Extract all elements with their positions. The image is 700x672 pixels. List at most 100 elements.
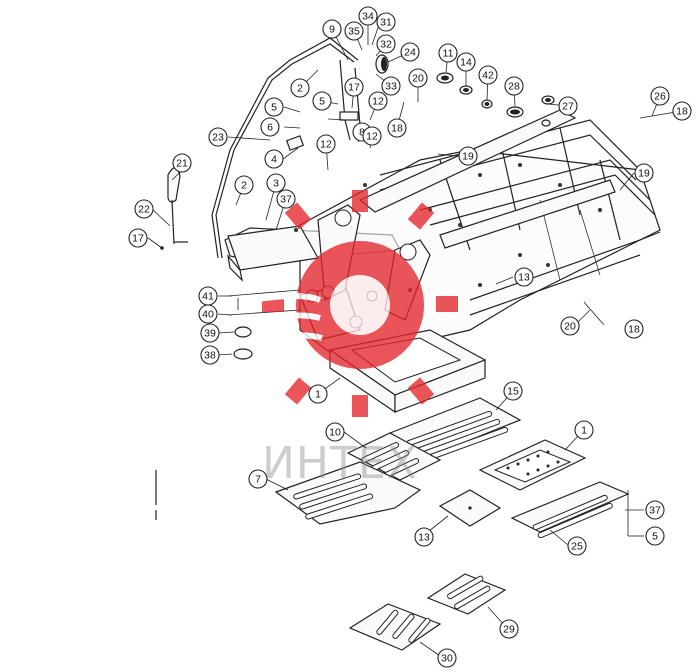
callout-circle — [514, 267, 534, 287]
callout-c5b: 5 — [264, 97, 284, 117]
callout-c5c: 5 — [645, 526, 665, 546]
callout-label: 40 — [202, 309, 214, 321]
callout-circle — [290, 78, 310, 98]
cap-24 — [375, 54, 389, 74]
callout-label: 18 — [676, 106, 688, 118]
callout-c11: 11 — [438, 43, 458, 63]
callout-c39: 39 — [200, 323, 220, 343]
callout-label: 21 — [176, 158, 188, 170]
callout-circle — [128, 228, 148, 248]
callout-label: 25 — [571, 541, 583, 553]
callout-circle — [672, 101, 692, 121]
callout-label: 12 — [372, 96, 384, 108]
callout-c18a: 18 — [672, 101, 692, 121]
callout-label: 24 — [404, 47, 416, 59]
callout-circle — [438, 43, 458, 63]
callout-c30: 30 — [437, 648, 457, 668]
callout-c3: 3 — [266, 173, 286, 193]
callout-circle — [358, 6, 378, 26]
callout-circle — [458, 146, 478, 166]
callout-circle — [650, 86, 670, 106]
callout-circle — [264, 149, 284, 169]
plate-16 — [478, 439, 587, 491]
callout-label: 17 — [132, 233, 144, 245]
callout-circle — [478, 65, 498, 85]
callout-circle — [344, 77, 364, 97]
callout-c15: 15 — [503, 381, 523, 401]
plate-25 — [510, 481, 630, 539]
callout-label: 35 — [348, 26, 360, 38]
callout-label: 29 — [503, 624, 515, 636]
callout-circle — [437, 648, 457, 668]
callout-label: 1 — [315, 389, 321, 401]
callout-label: 34 — [362, 11, 374, 23]
callout-circle — [264, 97, 284, 117]
callout-circle — [276, 189, 296, 209]
callout-label: 13 — [518, 272, 530, 284]
callout-circle — [200, 323, 220, 343]
callout-label: 7 — [255, 474, 261, 486]
callout-c20b: 20 — [560, 316, 580, 336]
callout-label: 19 — [638, 168, 650, 180]
callout-circle — [560, 316, 580, 336]
callout-c18b: 18 — [387, 118, 407, 138]
callout-label: 22 — [138, 204, 150, 216]
callout-label: 5 — [271, 102, 277, 114]
callout-label: 42 — [482, 70, 494, 82]
callout-c27: 27 — [558, 96, 578, 116]
callout-circle — [266, 173, 286, 193]
callout-c24: 24 — [400, 42, 420, 62]
callout-c40: 40 — [198, 304, 218, 324]
callout-label: 28 — [508, 81, 520, 93]
callout-c17a: 17 — [344, 77, 364, 97]
callout-circle — [408, 68, 428, 88]
callout-label: 17 — [348, 82, 360, 94]
callout-circle — [208, 127, 228, 147]
callout-label: 18 — [628, 324, 640, 336]
callout-c42: 42 — [478, 65, 498, 85]
callout-circle — [325, 422, 345, 442]
callout-circle — [134, 199, 154, 219]
callout-label: 37 — [280, 194, 292, 206]
callout-c26: 26 — [650, 86, 670, 106]
callout-label: 8 — [359, 127, 365, 139]
callout-circle — [376, 34, 396, 54]
callout-c9: 9 — [322, 19, 342, 39]
callout-circle — [387, 118, 407, 138]
callout-c4: 4 — [264, 149, 284, 169]
watermark-text: ИНТЕХ — [262, 438, 418, 489]
callout-label: 39 — [204, 328, 216, 340]
callout-circle — [567, 536, 587, 556]
callout-c17b: 17 — [128, 228, 148, 248]
callout-label: 12 — [366, 131, 378, 143]
plate-10 — [346, 432, 442, 481]
callout-label: 10 — [329, 427, 341, 439]
callout-c19b: 19 — [634, 163, 654, 183]
callout-circle — [645, 526, 665, 546]
callout-label: 11 — [443, 48, 454, 60]
callout-c6a: 6 — [260, 117, 280, 137]
callout-circle — [172, 153, 192, 173]
callout-label: 41 — [202, 291, 214, 303]
grommets — [436, 72, 555, 127]
callout-circle — [624, 319, 644, 339]
callout-label: 2 — [297, 83, 303, 95]
main-frame — [224, 109, 661, 414]
callout-label: 38 — [204, 350, 216, 362]
callout-label: 19 — [462, 151, 474, 163]
callout-circle — [456, 52, 476, 72]
callout-c28: 28 — [504, 76, 524, 96]
callout-circle — [376, 12, 396, 32]
callout-c38: 38 — [200, 345, 220, 365]
callout-c1: 1 — [308, 384, 328, 404]
callout-circle — [400, 42, 420, 62]
callout-circle — [308, 384, 328, 404]
callout-circle — [200, 345, 220, 365]
callout-c16: 1 — [574, 420, 594, 440]
plate-29 — [426, 573, 507, 615]
callout-circle — [344, 21, 364, 41]
plate-13 — [438, 489, 502, 527]
callout-c7: 7 — [248, 469, 268, 489]
